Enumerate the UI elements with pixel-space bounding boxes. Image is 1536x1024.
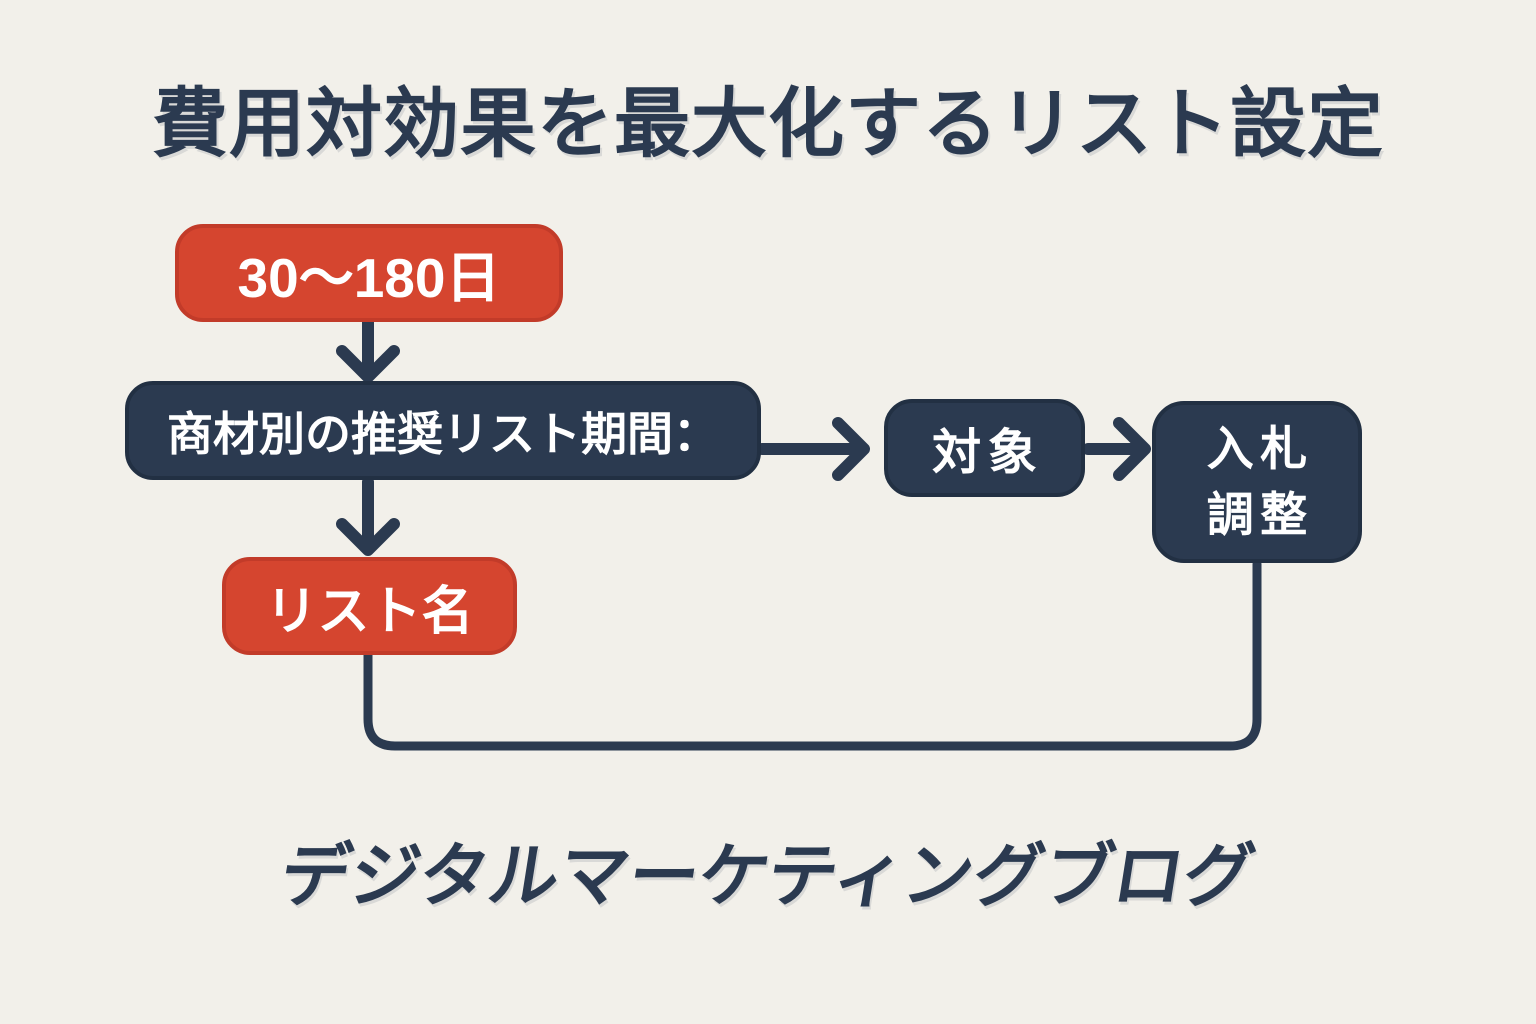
node-target: 対象 <box>884 399 1085 497</box>
arrow-target-to-bid <box>1082 417 1151 481</box>
arrow-period-to-listname <box>336 476 400 556</box>
node-recommended-period-label: 商材別の推奨リスト期間： <box>167 407 719 460</box>
node-bid-adjustment-line1: 入札 <box>1206 422 1314 476</box>
node-target-label: 対象 <box>932 425 1044 480</box>
node-recommended-period: 商材別の推奨リスト期間： <box>125 381 761 480</box>
node-list-name: リスト名 <box>222 557 517 655</box>
node-bid-adjustment-line2: 調整 <box>1206 488 1314 541</box>
node-list-duration-label: 30〜180日 <box>237 247 501 309</box>
node-bid-adjustment-label: 入札 調整 <box>1200 416 1314 548</box>
node-list-duration: 30〜180日 <box>175 224 563 322</box>
connector-listname-to-bid <box>363 559 1262 751</box>
arrow-duration-to-period <box>336 312 400 383</box>
node-list-name-label: リスト名 <box>265 582 474 641</box>
arrow-period-to-target <box>756 417 870 481</box>
page-title: 費用対効果を最大化するリスト設定 <box>152 82 1384 167</box>
node-bid-adjustment: 入札 調整 <box>1152 401 1362 563</box>
